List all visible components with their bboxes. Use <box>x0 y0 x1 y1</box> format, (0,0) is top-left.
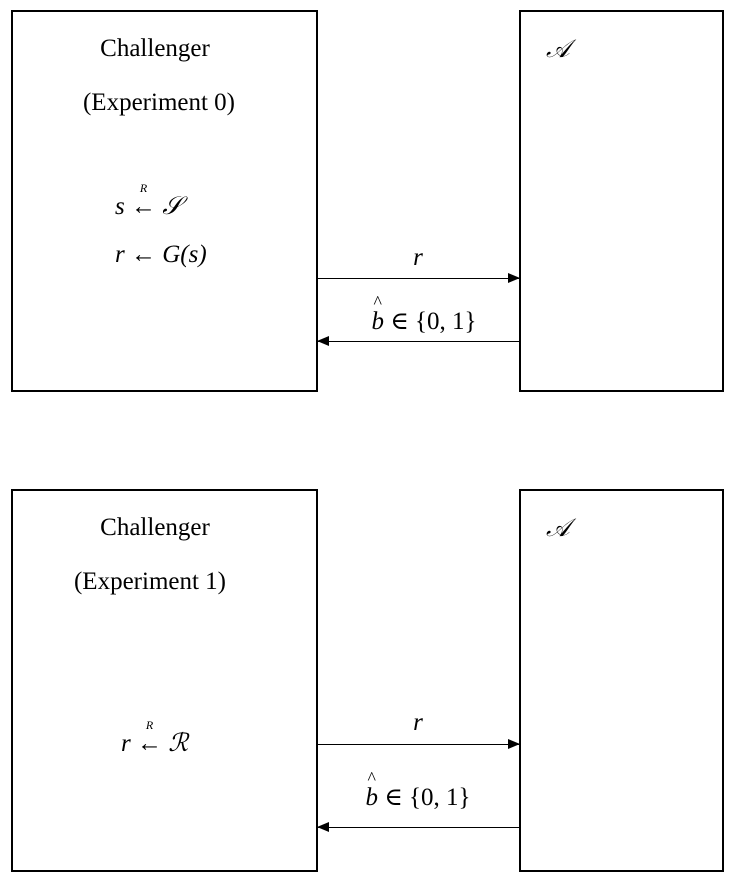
message-label-experiment-0: r <box>413 244 423 271</box>
challenger-title-experiment-1: Challenger <box>100 514 210 541</box>
response-label-experiment-0: b ^ ∈ {0, 1} <box>371 293 477 335</box>
generator-rhs: G(s) <box>162 241 207 268</box>
sample-arrow-glyph: ← <box>130 193 156 220</box>
sample-step-experiment-0: s ← R 𝒮 <box>115 182 182 220</box>
adversary-label-experiment-0: 𝒜 <box>546 34 570 63</box>
hat-mark: ^ <box>373 292 382 312</box>
generator-lhs: r <box>115 241 125 268</box>
random-sample-arrow: ← R <box>136 719 162 757</box>
b-hat-symbol: b <box>371 308 384 335</box>
sample-lhs: s <box>115 193 125 220</box>
adversary-box-experiment-0 <box>519 10 724 392</box>
assignment-arrow: ← <box>130 241 156 268</box>
challenger-box-experiment-0 <box>11 10 318 392</box>
random-space: ℛ <box>168 728 189 757</box>
experiment-label-1: (Experiment 1) <box>73 568 227 595</box>
message-label-experiment-1: r <box>413 709 423 736</box>
b-hat: b ^ <box>371 293 384 335</box>
sample-arrow-superscript: R <box>139 181 148 195</box>
challenger-box-experiment-1 <box>11 489 318 872</box>
response-label-experiment-1: b ^ ∈ {0, 1} <box>365 769 471 811</box>
generator-step-experiment-0: r ← G(s) <box>115 242 207 267</box>
sample-arrow-superscript: R <box>145 718 154 732</box>
sample-lhs: r <box>121 730 131 757</box>
adversary-to-challenger-arrow-experiment-1 <box>317 822 519 832</box>
adversary-to-challenger-arrow-experiment-0 <box>317 336 519 346</box>
b-hat: b ^ <box>365 769 378 811</box>
b-hat-symbol: b <box>365 784 378 811</box>
response-set: ∈ {0, 1} <box>384 784 471 811</box>
adversary-box-experiment-1 <box>519 489 724 872</box>
hat-mark: ^ <box>367 768 376 788</box>
adversary-label-experiment-1: 𝒜 <box>546 513 570 542</box>
sample-step-experiment-1: r ← R ℛ <box>121 719 189 757</box>
random-sample-arrow: ← R <box>130 182 156 220</box>
sample-space: 𝒮 <box>162 191 182 220</box>
challenger-to-adversary-arrow-experiment-1 <box>318 739 520 749</box>
challenger-title-experiment-0: Challenger <box>100 35 210 62</box>
challenger-to-adversary-arrow-experiment-0 <box>318 273 520 283</box>
sample-arrow-glyph: ← <box>136 730 162 757</box>
response-set: ∈ {0, 1} <box>390 308 477 335</box>
experiment-label-0: (Experiment 0) <box>82 89 236 116</box>
